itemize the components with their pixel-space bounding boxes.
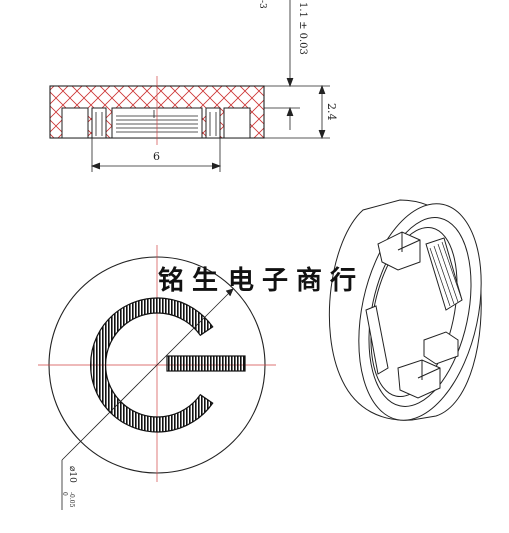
diameter-label: ⌀10 bbox=[67, 466, 77, 483]
dim-thickness bbox=[264, 0, 300, 130]
dim-diameter bbox=[61, 288, 234, 510]
power-bar-symbol bbox=[166, 355, 246, 372]
section-view: 1.1 ± 0.03 -3 2.4 6 bbox=[49, 0, 338, 172]
dim-width bbox=[90, 138, 222, 172]
watermark-char-4: 子 bbox=[262, 266, 288, 296]
watermark-char-2: 生 bbox=[192, 266, 218, 296]
thickness-label: 1.1 ± 0.03 bbox=[297, 2, 308, 55]
watermark-char-1: 铭 bbox=[158, 266, 184, 296]
watermark-char-3: 电 bbox=[228, 266, 254, 296]
watermark-char-6: 行 bbox=[329, 265, 356, 296]
top-view: ⌀10 0 -0.05 bbox=[38, 245, 276, 510]
watermark-char-5: 商 bbox=[296, 265, 322, 296]
watermark: 铭 生 电 子 商 行 bbox=[158, 265, 356, 296]
iso-contact-left bbox=[365, 305, 389, 375]
height-label: 2.4 bbox=[325, 103, 338, 121]
diameter-tol-upper: 0 bbox=[61, 492, 68, 496]
iso-contact-bottom-right bbox=[423, 331, 459, 365]
diameter-tol-lower: -0.05 bbox=[68, 492, 75, 508]
power-arc-symbol bbox=[89, 297, 214, 433]
width-label: 6 bbox=[153, 150, 160, 163]
isometric-view bbox=[328, 199, 482, 421]
dim-height bbox=[264, 84, 330, 140]
top-cut-label: -3 bbox=[257, 0, 267, 9]
